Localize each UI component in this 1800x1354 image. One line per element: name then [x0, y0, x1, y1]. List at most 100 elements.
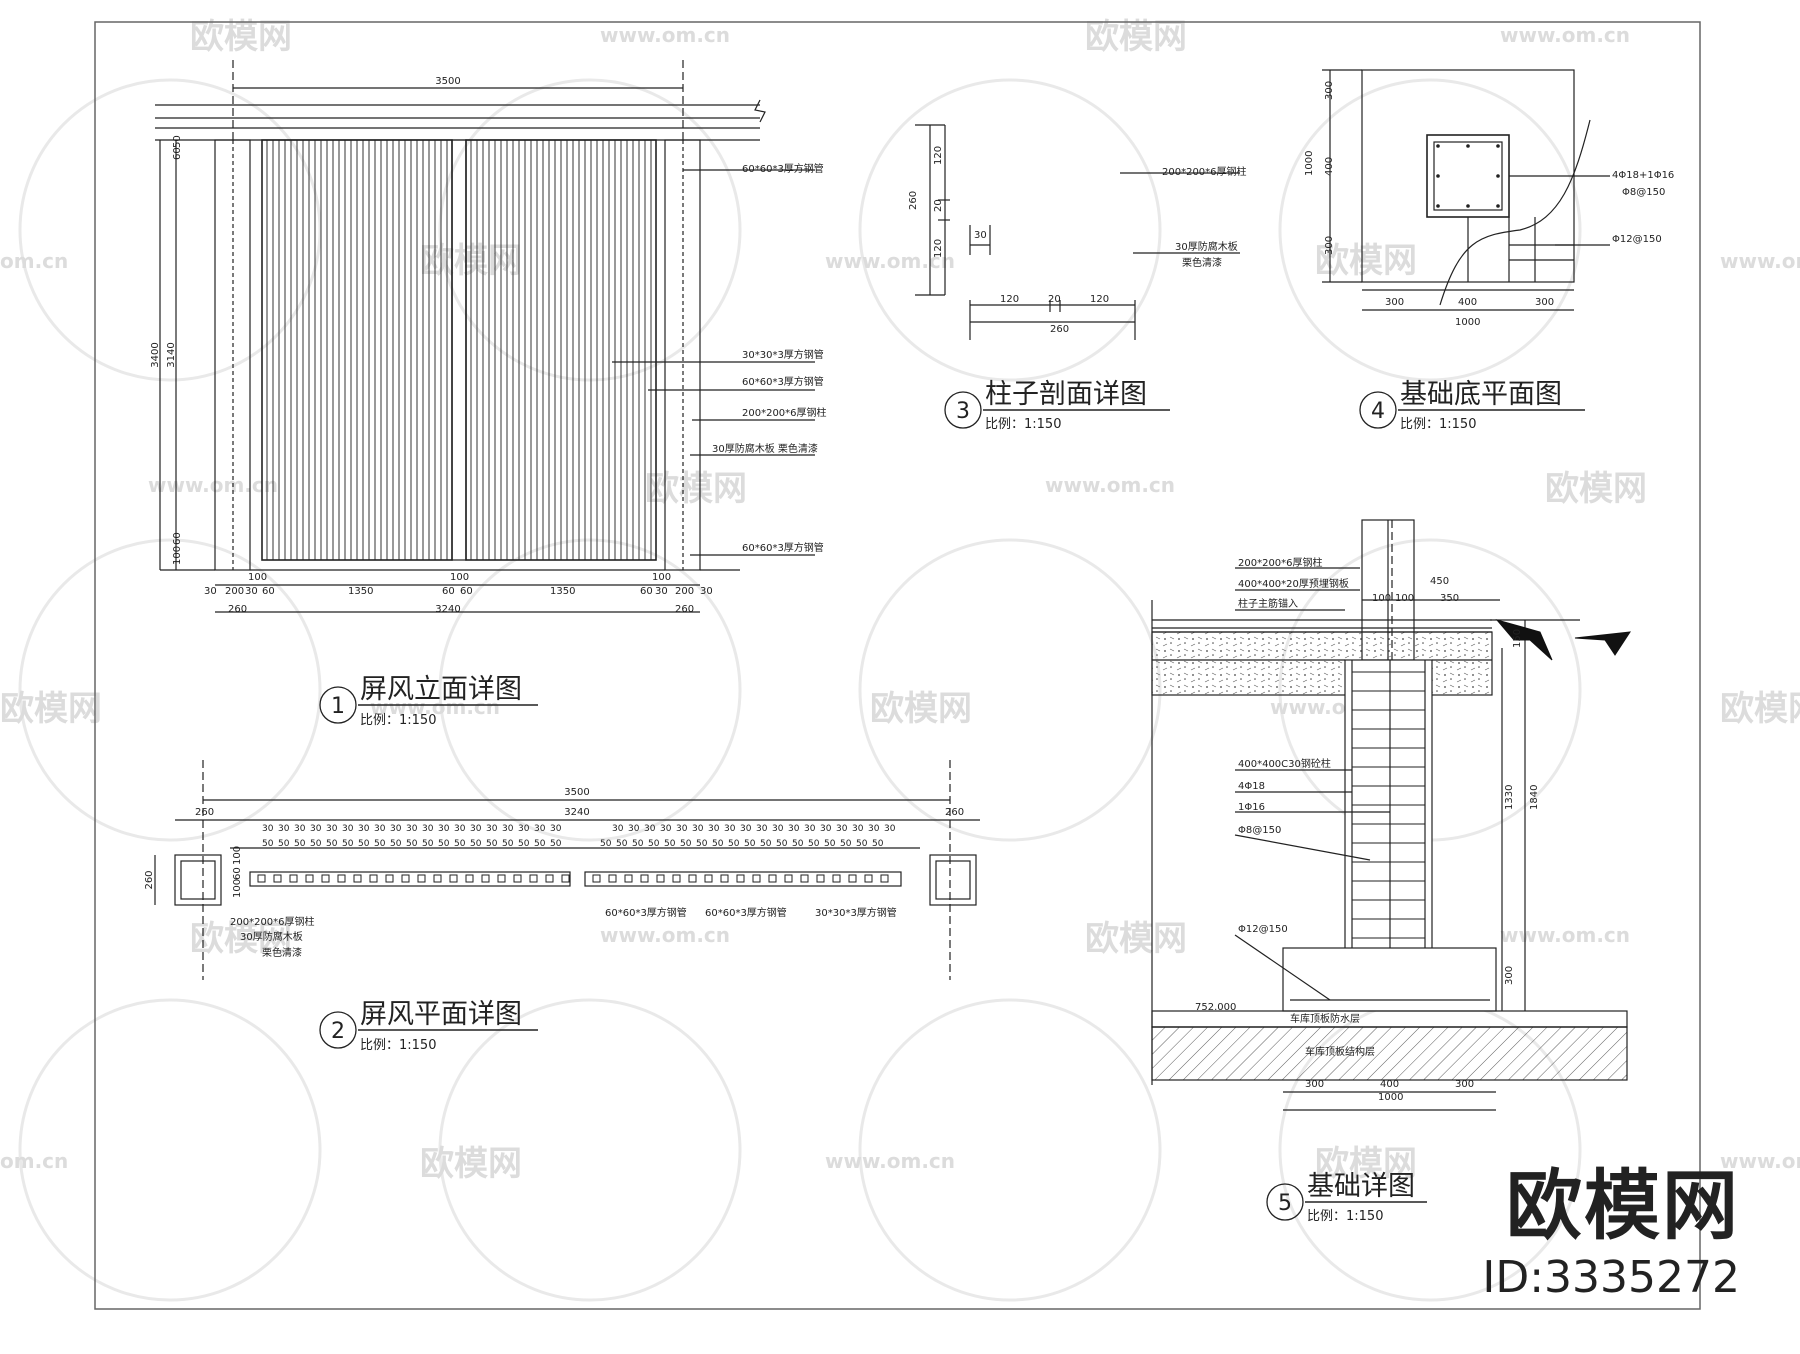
- tube-mark: [433, 874, 442, 883]
- tube-mark: [385, 874, 394, 883]
- spacing-dim: 50: [342, 839, 354, 849]
- spacing-dim: 30: [820, 824, 832, 834]
- view2-label: 60*60*3厚方钢管: [605, 906, 687, 919]
- tube-mark: [768, 874, 777, 883]
- spacing-dim: 30: [390, 824, 402, 834]
- view5-labels: 200*200*6厚钢柱 400*400*20厚预埋钢板 柱子主筋锚入 400*…: [1195, 556, 1375, 1058]
- view2-dim-side: 260: [195, 807, 214, 818]
- spacing-dim: 30: [852, 824, 864, 834]
- view3-label: 200*200*6厚钢柱: [1162, 165, 1247, 178]
- view1-label: 60*60*3厚方钢管: [742, 541, 824, 554]
- watermark-brand: 欧模网: [870, 689, 972, 729]
- tube-mark: [369, 874, 378, 883]
- view2-dim-side: 260: [945, 807, 964, 818]
- spacing-dim: 30: [788, 824, 800, 834]
- spacing-dim: 30: [374, 824, 386, 834]
- view1-elevation: [155, 60, 815, 613]
- view-scale: 比例：1:150: [360, 1038, 436, 1053]
- view4-label: Φ12@150: [1612, 234, 1662, 245]
- spacing-dim: 50: [712, 839, 724, 849]
- spacing-dim: 50: [390, 839, 402, 849]
- view-number: 1: [331, 694, 345, 719]
- watermark-url: www.om.cn: [600, 23, 730, 47]
- tube-mark: [704, 874, 713, 883]
- spacing-dim: 50: [534, 839, 546, 849]
- view-title-1: 1 屏风立面详图 比例：1:150: [319, 674, 538, 728]
- view4-dim-total-horiz: 1000: [1455, 317, 1480, 328]
- spacing-dim: 30: [502, 824, 514, 834]
- view3-dim-vert: 120: [933, 239, 944, 258]
- tube-mark: [353, 874, 362, 883]
- brand-name: 欧模网: [1506, 1160, 1740, 1250]
- spacing-dim: 30: [550, 824, 562, 834]
- view4-label: Φ8@150: [1622, 187, 1665, 198]
- tube-mark: [832, 874, 841, 883]
- view5-dim-vert: 1840: [1529, 785, 1540, 810]
- view4-dim-total-vert: 1000: [1304, 151, 1315, 176]
- spacing-dim: 30: [310, 824, 322, 834]
- spacing-dim: 30: [612, 824, 624, 834]
- spacing-dim: 50: [438, 839, 450, 849]
- watermark-brand: 欧模网: [1315, 1144, 1417, 1184]
- tube-mark: [321, 874, 330, 883]
- tube-mark: [816, 874, 825, 883]
- spacing-dim: 50: [728, 839, 740, 849]
- view2-left-vert: 100: [232, 879, 243, 898]
- view-title-2: 2 屏风平面详图 比例：1:150: [319, 999, 538, 1053]
- view3-dim-horiz: 120: [1000, 294, 1019, 305]
- view-number: 3: [956, 399, 970, 424]
- watermark-brand: 欧模网: [1085, 17, 1187, 57]
- tube-mark: [656, 874, 665, 883]
- view-title: 屏风平面详图: [360, 999, 522, 1030]
- view4-foundation-plan: [1322, 69, 1610, 311]
- view3-dim-total-vert: 260: [908, 191, 919, 210]
- view1-label: 200*200*6厚钢柱: [742, 406, 827, 419]
- view1-sub-dim: 260: [228, 604, 247, 615]
- view5-foundation-detail: [1151, 519, 1628, 1111]
- watermark-url: om.cn: [0, 249, 68, 273]
- view1-sub-dim: 3240: [435, 604, 460, 615]
- view5-label: 200*200*6厚钢柱: [1238, 556, 1323, 569]
- view5-dim-vert: 300: [1504, 966, 1515, 985]
- view5-top-dim: 350: [1440, 593, 1459, 604]
- watermark-url: www.om.cn: [370, 695, 500, 719]
- spacing-dim: 50: [600, 839, 612, 849]
- view5-top-dim: 100: [1395, 593, 1414, 604]
- spacing-dim: 30: [660, 824, 672, 834]
- view2-label: 30*30*3厚方钢管: [815, 906, 897, 919]
- view1-bottom-dim: 200: [225, 586, 244, 597]
- tube-mark: [257, 874, 266, 883]
- watermark-url: www.om.cn: [1500, 23, 1630, 47]
- spacing-dim: 50: [374, 839, 386, 849]
- view3-label: 30厚防腐木板: [1175, 240, 1238, 253]
- view1-dim-top: 60: [172, 147, 183, 160]
- tube-mark: [784, 874, 793, 883]
- view4-dim-vert: 300: [1324, 81, 1335, 100]
- view1-sub-dim: 260: [675, 604, 694, 615]
- view4-dim-vert: 300: [1324, 236, 1335, 255]
- view3-dim-horiz: 120: [1090, 294, 1109, 305]
- tube-mark: [800, 874, 809, 883]
- view3-dim-vert: 120: [933, 146, 944, 165]
- view3-dim-horiz: 20: [1048, 294, 1061, 305]
- spacing-dim: 30: [454, 824, 466, 834]
- spacing-dim: 50: [422, 839, 434, 849]
- watermark-url: www.om.cn: [148, 473, 278, 497]
- tube-mark: [624, 874, 633, 883]
- view-scale: 比例：1:150: [360, 713, 436, 728]
- brand-block: 欧模网 ID:3335272: [1482, 1160, 1740, 1302]
- tube-mark: [736, 874, 745, 883]
- view2-labels: 200*200*6厚钢柱 30厚防腐木板 栗色清漆 60*60*3厚方钢管 60…: [230, 906, 897, 959]
- spacing-dim: 50: [856, 839, 868, 849]
- view5-dim-total: 1000: [1378, 1092, 1403, 1103]
- view1-dim-top: 50: [172, 135, 183, 148]
- view2-left-vert: 60: [232, 867, 243, 880]
- view1-dim-bottom: 100: [172, 546, 183, 565]
- view-title: 基础底平面图: [1400, 379, 1562, 410]
- view5-top-dim: 100: [1372, 593, 1391, 604]
- tube-mark: [289, 874, 298, 883]
- spacing-dim: 30: [486, 824, 498, 834]
- view5-dim-vert: 1330: [1504, 785, 1515, 810]
